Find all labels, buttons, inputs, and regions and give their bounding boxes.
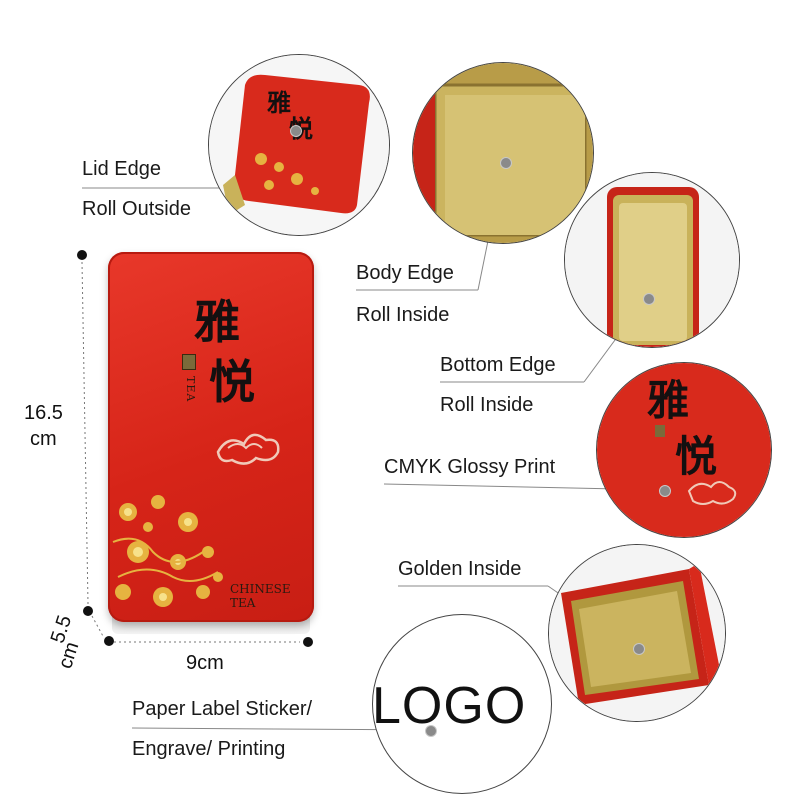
zoom-body-edge xyxy=(412,62,594,244)
tin-title: 雅 悦 xyxy=(172,292,262,412)
depth-dot xyxy=(104,636,114,646)
svg-text:雅: 雅 xyxy=(647,376,689,425)
logo-pin xyxy=(425,725,437,737)
tea-tin: 雅 悦 TEA CHINESE TEA xyxy=(108,252,314,622)
zoom-bottom-edge xyxy=(564,172,740,348)
bottom-edge-pin xyxy=(643,293,655,305)
lid-edge-pin xyxy=(290,125,302,137)
cmyk-print-pin xyxy=(659,485,671,497)
tin-tea-text: TEA xyxy=(184,376,197,403)
height-value: 16.5 xyxy=(24,402,63,424)
body-edge-pin xyxy=(500,157,512,169)
zoom-lid-edge: 雅 悦 xyxy=(208,54,390,236)
callout-label-2: Engrave/ Printing xyxy=(132,738,286,760)
callout-bottom-edge-1: Bottom Edge xyxy=(440,354,556,376)
width-label: 9cm xyxy=(186,652,224,674)
logo-placeholder-text: LOGO xyxy=(372,677,527,735)
callout-body-edge-1: Body Edge xyxy=(356,262,454,284)
callout-golden-inside: Golden Inside xyxy=(398,558,522,580)
callout-lid-edge-2: Roll Outside xyxy=(82,198,191,220)
width-right-dot xyxy=(303,637,313,647)
callout-bottom-edge-2: Roll Inside xyxy=(440,394,534,416)
svg-text:悦: 悦 xyxy=(675,432,717,481)
golden-inside-pin xyxy=(633,643,645,655)
seal-stamp-icon xyxy=(182,354,196,370)
zoom-golden-inside xyxy=(548,544,726,722)
cloud-pattern-icon xyxy=(216,433,280,465)
callout-label-1: Paper Label Sticker/ xyxy=(132,698,313,720)
height-unit: cm xyxy=(30,428,57,450)
height-bottom-dot xyxy=(83,606,93,616)
floral-pattern-icon xyxy=(112,495,223,607)
zoom-cmyk-print: 雅 悦 xyxy=(596,362,772,538)
callout-body-edge-2: Roll Inside xyxy=(356,304,450,326)
callout-cmyk-print: CMYK Glossy Print xyxy=(384,456,556,478)
callout-lid-edge-1: Lid Edge xyxy=(82,158,161,180)
zoom-logo xyxy=(372,614,552,794)
tin-title-char-2: 悦 xyxy=(209,355,255,409)
tin-chinese-tea-text: CHINESE TEA xyxy=(230,582,291,610)
height-top-dot xyxy=(77,250,87,260)
tin-title-char-1: 雅 xyxy=(194,295,240,349)
svg-text:雅: 雅 xyxy=(267,88,291,117)
